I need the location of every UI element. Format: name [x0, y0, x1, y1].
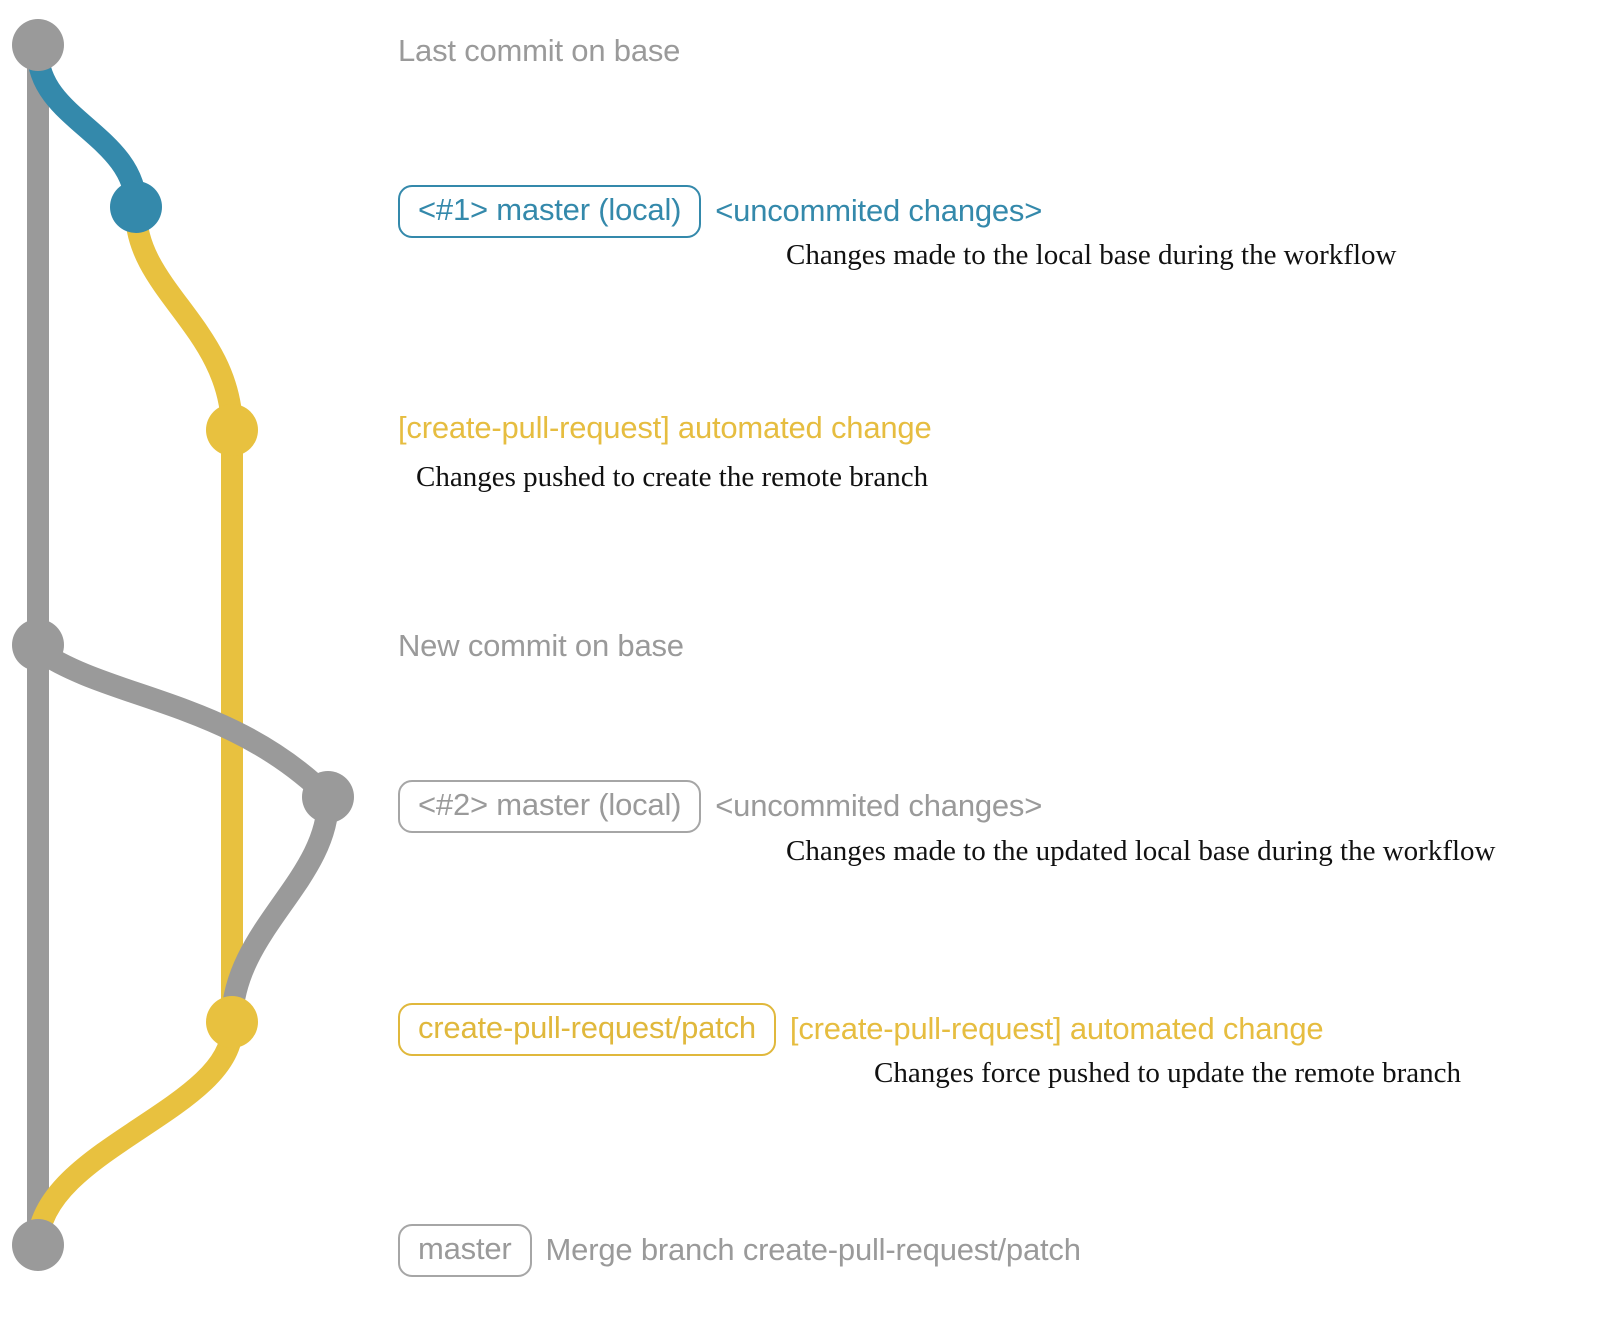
commit-title-master-merge: Merge branch create-pull-request/patch: [545, 1232, 1081, 1267]
node-master-merge[interactable]: [12, 1219, 64, 1271]
node-patch-2[interactable]: [206, 996, 258, 1048]
commit-row-patch-2: create-pull-request/patch [create-pull-r…: [398, 1003, 1324, 1056]
commit-title-new-commit-on-base: New commit on base: [398, 628, 684, 663]
node-local-1[interactable]: [110, 181, 162, 233]
branch-badge-patch-2[interactable]: create-pull-request/patch: [398, 1003, 776, 1056]
local1-branch-line: [27, 41, 147, 218]
commit-row-local-1: <#1> master (local) <uncommited changes>: [398, 185, 1042, 238]
commit-note-local-2: Changes made to the updated local base d…: [786, 835, 1496, 867]
local2-branch-line: [27, 639, 340, 1033]
commit-note-local-1: Changes made to the local base during th…: [786, 239, 1397, 271]
commit-row-master-merge: master Merge branch create-pull-request/…: [398, 1224, 1081, 1277]
node-base-last[interactable]: [12, 19, 64, 71]
branch-badge-master[interactable]: master: [398, 1224, 532, 1277]
commit-note-patch-1: Changes pushed to create the remote bran…: [416, 461, 929, 493]
commit-title-last-commit-on-base: Last commit on base: [398, 33, 681, 68]
patch-branch-line: [125, 201, 243, 1033]
commit-title-local-2: <uncommited changes>: [715, 788, 1043, 823]
commit-title-local-1: <uncommited changes>: [715, 193, 1043, 228]
commit-title-patch-1: [create-pull-request] automated change: [398, 410, 932, 445]
branch-badge-local-2[interactable]: <#2> master (local): [398, 780, 702, 833]
commit-title-patch-2: [create-pull-request] automated change: [789, 1011, 1324, 1046]
merge-into-master-line: [27, 1017, 243, 1256]
commit-graph: [12, 19, 354, 1271]
node-patch-1[interactable]: [206, 404, 258, 456]
node-base-new[interactable]: [12, 619, 64, 671]
branch-badge-local-1[interactable]: <#1> master (local): [398, 185, 702, 238]
node-local-2[interactable]: [302, 771, 354, 823]
commit-note-patch-2: Changes force pushed to update the remot…: [874, 1057, 1462, 1089]
commit-row-local-2: <#2> master (local) <uncommited changes>: [398, 780, 1042, 833]
